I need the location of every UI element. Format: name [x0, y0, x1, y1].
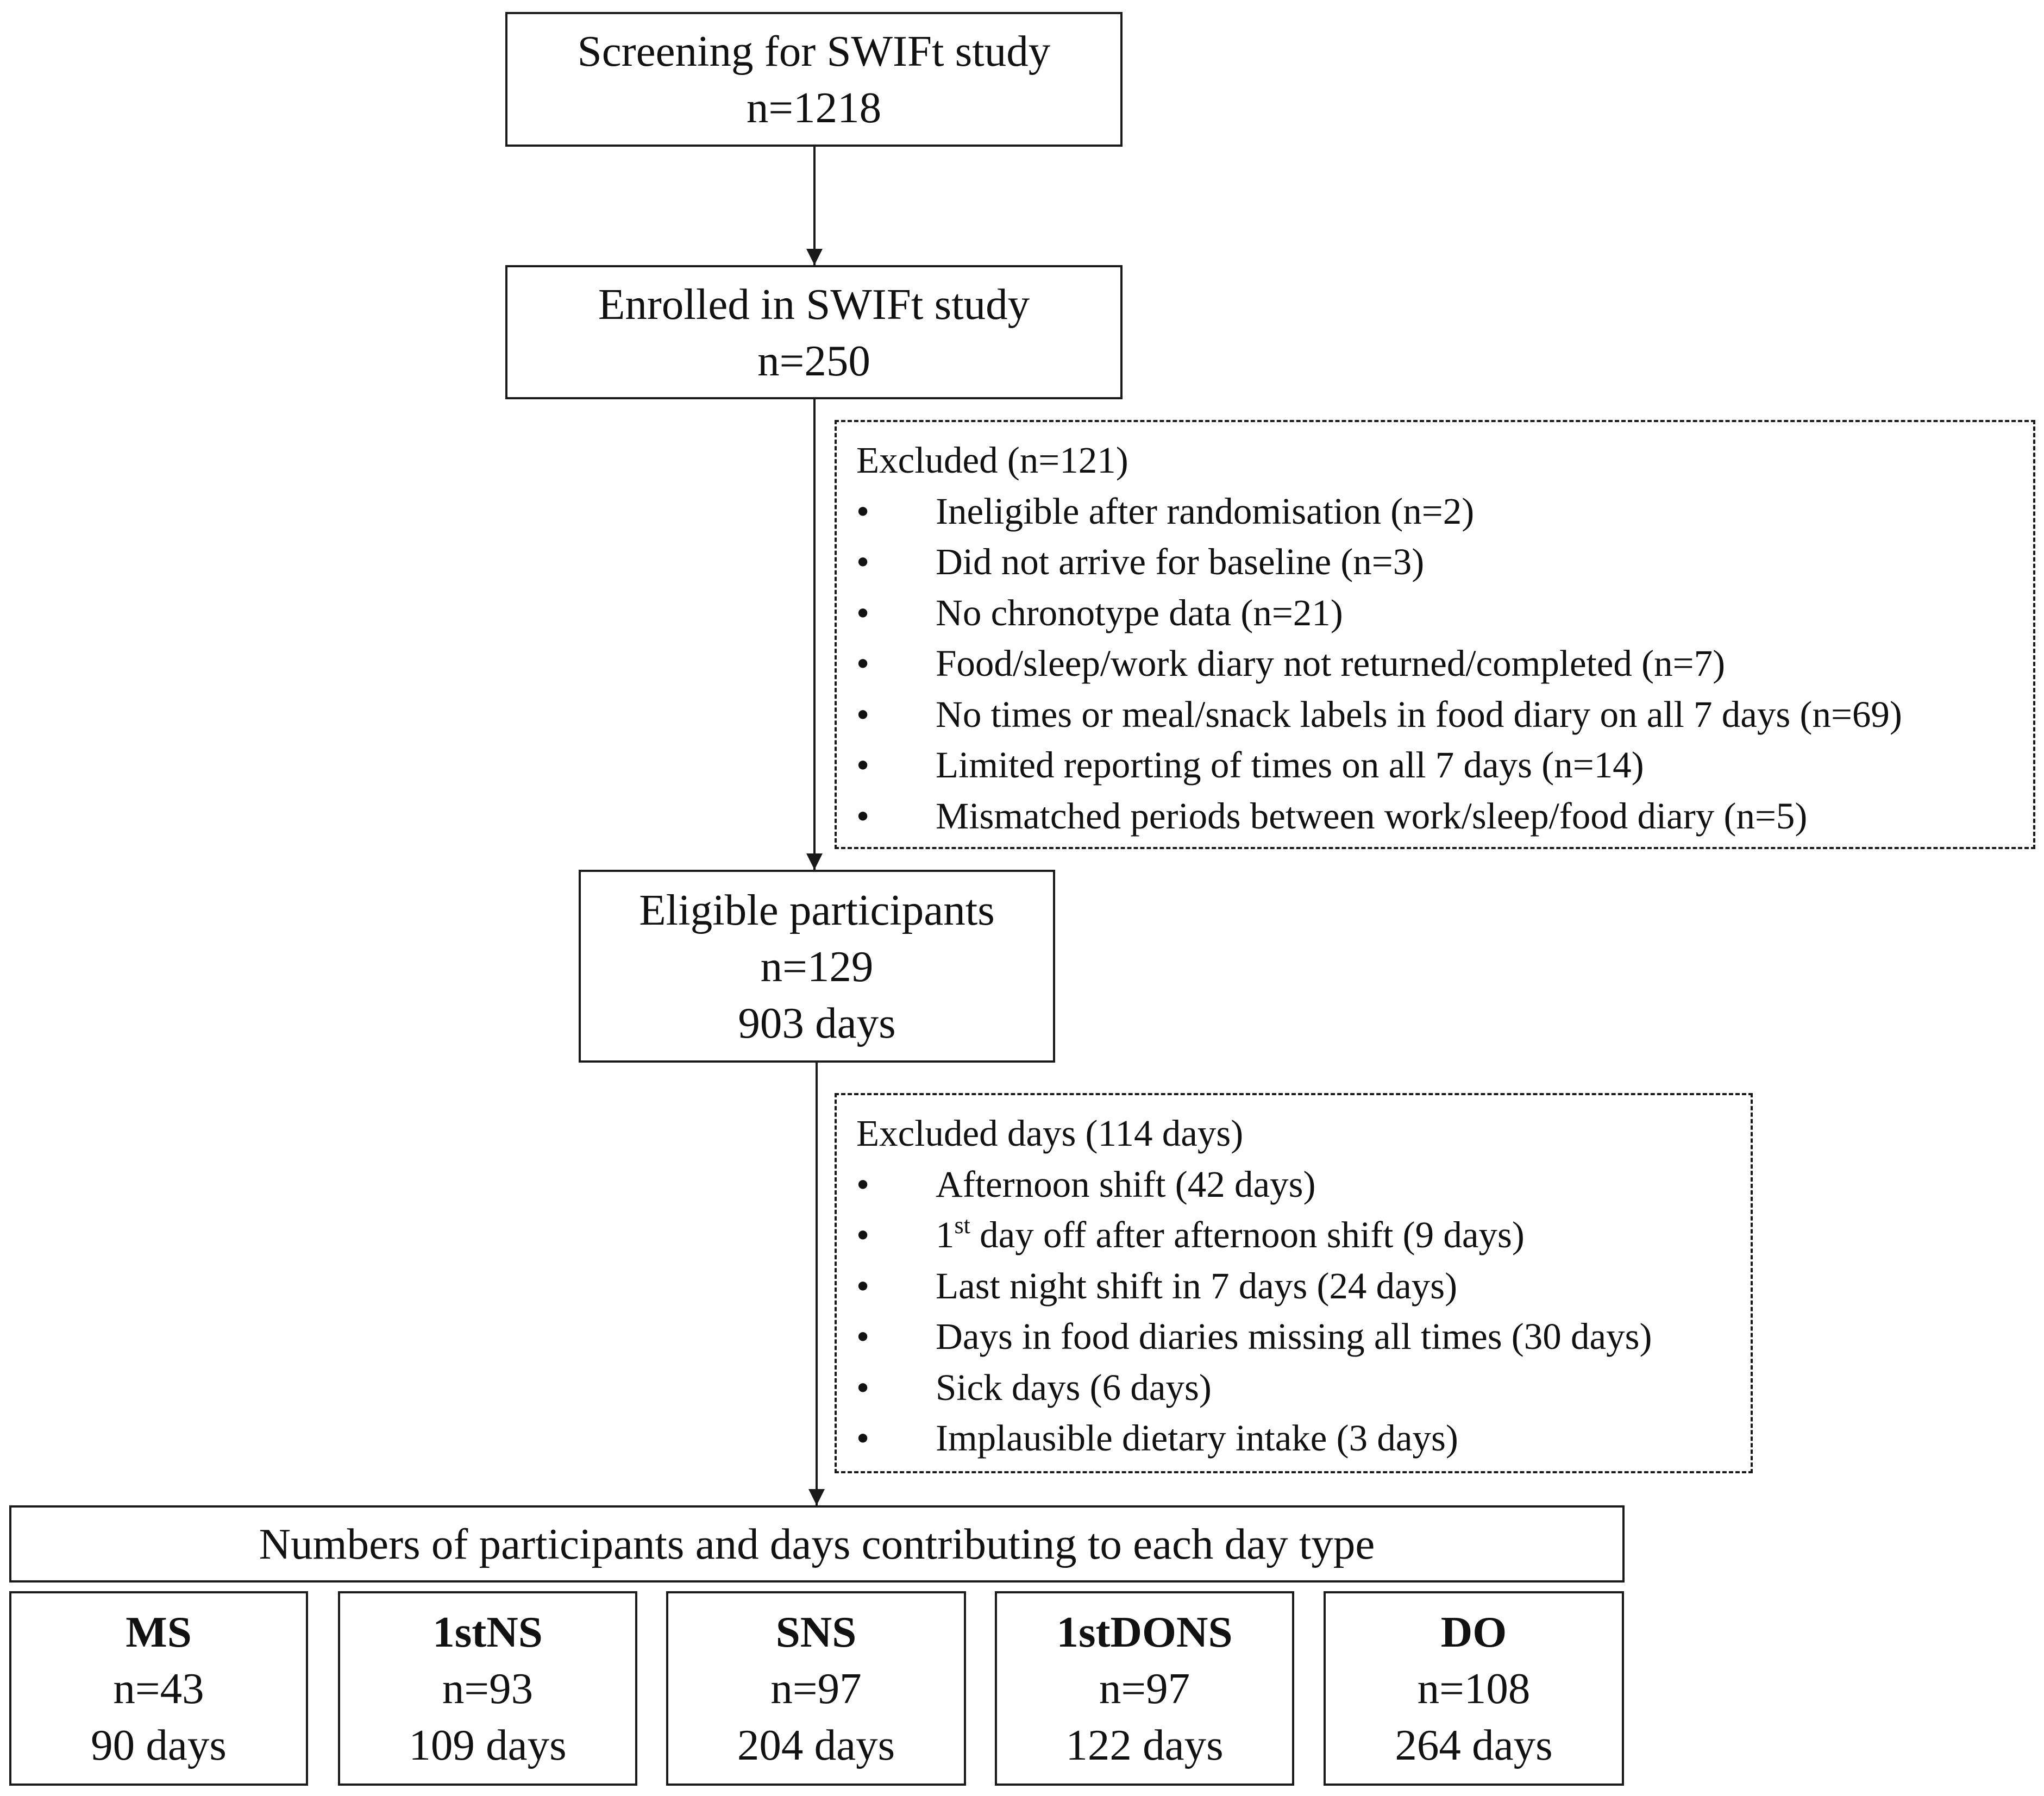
- list-item: •Limited reporting of times on all 7 day…: [856, 740, 2033, 791]
- day-type-label: MS: [126, 1607, 192, 1656]
- list-item: •Food/sleep/work diary not returned/comp…: [856, 638, 2033, 689]
- bullet: •: [856, 490, 870, 532]
- list-item: •Sick days (6 days): [856, 1362, 1751, 1414]
- summary-title: Numbers of participants and days contrib…: [259, 1519, 1375, 1568]
- bullet: •: [856, 1163, 870, 1205]
- arrowhead-summary: [808, 1489, 825, 1505]
- eligible-title: Eligible participants: [639, 885, 995, 934]
- bullet: •: [856, 541, 870, 582]
- day-type-box-ms: MS n=43 90 days: [9, 1591, 308, 1786]
- excluded-header: Excluded (n=121): [856, 439, 1128, 481]
- day-type-box-sns: SNS n=97 204 days: [666, 1591, 966, 1786]
- bullet: •: [856, 693, 870, 735]
- screening-count: n=1218: [746, 83, 882, 132]
- bullet: •: [856, 744, 870, 786]
- list-item: •Did not arrive for baseline (n=3): [856, 537, 2033, 588]
- day-type-count: n=108: [1417, 1664, 1531, 1713]
- screening-title: Screening for SWIFt study: [577, 27, 1051, 76]
- list-item: •Afternoon shift (42 days): [856, 1159, 1751, 1210]
- day-type-days: 109 days: [409, 1720, 567, 1769]
- excluded-days-header: Excluded days (114 days): [856, 1113, 1244, 1154]
- list-item: •1st day off after afternoon shift (9 da…: [856, 1210, 1751, 1261]
- bullet: •: [856, 1265, 870, 1307]
- screening-box: Screening for SWIFt study n=1218: [505, 12, 1123, 147]
- day-type-box-1stns: 1stNS n=93 109 days: [338, 1591, 637, 1786]
- list-item: •No chronotype data (n=21): [856, 588, 2033, 639]
- excluded-participants-box: Excluded (n=121) •Ineligible after rando…: [835, 420, 2035, 849]
- day-type-label: 1stDONS: [1056, 1607, 1233, 1656]
- day-type-count: n=43: [113, 1664, 204, 1713]
- day-type-count: n=97: [1099, 1664, 1190, 1713]
- summary-box: Numbers of participants and days contrib…: [9, 1505, 1625, 1583]
- list-item: •No times or meal/snack labels in food d…: [856, 689, 2033, 740]
- arrowhead-eligible: [806, 853, 823, 870]
- day-type-label: 1stNS: [432, 1607, 543, 1656]
- day-type-count: n=97: [770, 1664, 862, 1713]
- list-item: •Days in food diaries missing all times …: [856, 1311, 1751, 1362]
- enrolled-title: Enrolled in SWIFt study: [598, 279, 1030, 329]
- arrowhead-enrolled: [806, 249, 823, 265]
- enrolled-box: Enrolled in SWIFt study n=250: [505, 265, 1123, 399]
- bullet: •: [856, 1214, 870, 1255]
- day-type-label: SNS: [775, 1607, 857, 1656]
- day-type-label: DO: [1440, 1607, 1507, 1656]
- bullet: •: [856, 1366, 870, 1408]
- bullet: •: [856, 1316, 870, 1357]
- list-item: •Ineligible after randomisation (n=2): [856, 486, 2033, 537]
- day-type-days: 122 days: [1065, 1720, 1224, 1769]
- bullet: •: [856, 592, 870, 633]
- eligible-count: n=129: [760, 941, 874, 991]
- bullet: •: [856, 795, 870, 837]
- list-item: •Mismatched periods between work/sleep/f…: [856, 791, 2033, 842]
- eligible-days: 903 days: [738, 998, 896, 1047]
- day-type-days: 90 days: [91, 1720, 227, 1769]
- day-type-box-1stdons: 1stDONS n=97 122 days: [995, 1591, 1294, 1786]
- day-type-count: n=93: [442, 1664, 534, 1713]
- bullet: •: [856, 643, 870, 684]
- excluded-days-list: •Afternoon shift (42 days) •1st day off …: [856, 1159, 1751, 1464]
- excluded-list: •Ineligible after randomisation (n=2) •D…: [856, 486, 2033, 842]
- day-type-box-do: DO n=108 264 days: [1324, 1591, 1624, 1786]
- list-item: •Last night shift in 7 days (24 days): [856, 1261, 1751, 1312]
- day-type-days: 264 days: [1395, 1720, 1553, 1769]
- bullet: •: [856, 1417, 870, 1459]
- enrolled-count: n=250: [757, 336, 870, 385]
- excluded-days-box: Excluded days (114 days) •Afternoon shif…: [835, 1093, 1753, 1473]
- list-item: •Implausible dietary intake (3 days): [856, 1413, 1751, 1464]
- day-type-days: 204 days: [737, 1720, 895, 1769]
- eligible-box: Eligible participants n=129 903 days: [579, 870, 1055, 1063]
